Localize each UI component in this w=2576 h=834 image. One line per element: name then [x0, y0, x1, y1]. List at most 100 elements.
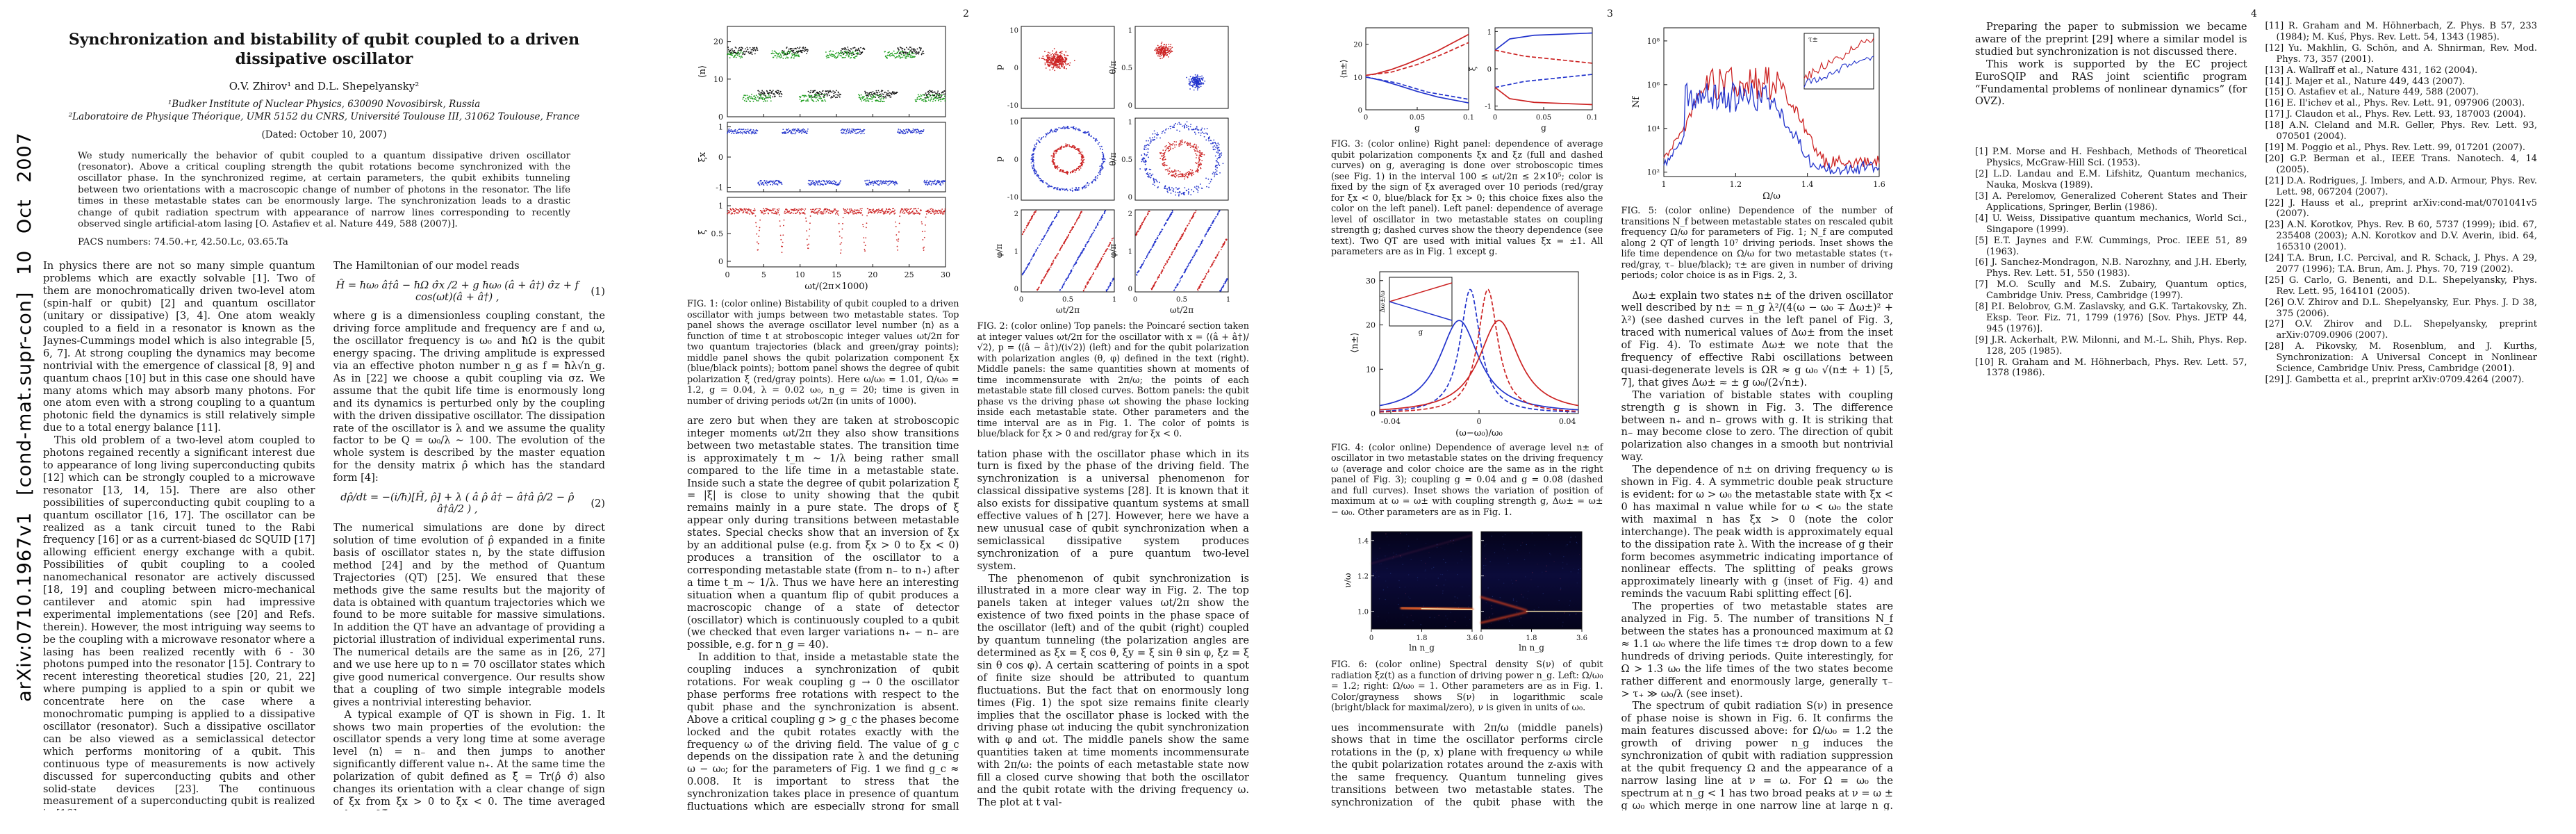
- body-paragraph: The spectrum of qubit radiation S(ν) in …: [1621, 700, 1894, 810]
- figure-6-caption: FIG. 6: (color online) Spectral density …: [1331, 660, 1603, 713]
- body-paragraph: The phenomenon of qubit synchronization …: [977, 572, 1250, 808]
- svg-text:φ/π: φ/π: [994, 244, 1004, 258]
- reference-item: [7] M.O. Scully and M.S. Zubairy, Quantu…: [1975, 279, 2247, 302]
- svg-text:10: 10: [1010, 27, 1019, 35]
- reference-item: [25] G. Carlo, G. Benenti, and D.L. Shep…: [2265, 275, 2538, 297]
- page-number: 3: [1607, 8, 1613, 19]
- svg-text:ωt/(2π×1000): ωt/(2π×1000): [804, 281, 868, 292]
- svg-text:1: 1: [1128, 27, 1132, 35]
- svg-text:10: 10: [795, 270, 804, 279]
- svg-text:0: 0: [718, 153, 723, 162]
- svg-text:p: p: [994, 65, 1004, 70]
- equation-1-number: (1): [591, 285, 605, 297]
- svg-text:1: 1: [1128, 119, 1132, 126]
- svg-text:1: 1: [1112, 296, 1116, 304]
- page-number: 4: [2251, 8, 2257, 19]
- equation-2-body: dρ̂/dt = −(i/ħ)[Ĥ, ρ̂] + λ ( â ρ̂ â† − â…: [340, 491, 575, 516]
- body-paragraph: The numerical simulations are done by di…: [333, 522, 606, 708]
- abstract-text: We study numerically the behavior of qub…: [78, 150, 570, 230]
- body-paragraph: The properties of two metastable states …: [1621, 600, 1894, 700]
- svg-text:θ/π: θ/π: [1108, 60, 1118, 74]
- reference-item: [13] A. Wallraff et al., Nature 431, 162…: [2265, 65, 2478, 76]
- references-column-2: [11] R. Graham and M. Höhnerbach, Z. Phy…: [2265, 21, 2538, 386]
- reference-item: [16] E. Il'ichev et al., Phys. Rev. Lett…: [2265, 98, 2525, 109]
- equation-2-number: (2): [591, 497, 605, 509]
- svg-text:-10: -10: [1007, 102, 1018, 110]
- svg-text:1: 1: [718, 202, 723, 211]
- svg-text:-1: -1: [716, 183, 723, 192]
- body-paragraph: tation phase with the oscillator phase w…: [977, 448, 1250, 572]
- page4-column-1: Preparing the paper to submission we bec…: [1975, 21, 2247, 810]
- reference-item: [2] L.D. Landau and E.M. Lifshitz, Quant…: [1975, 169, 2247, 191]
- body-paragraph: where g is a dimensionless coupling cons…: [333, 310, 606, 484]
- svg-text:20: 20: [868, 270, 877, 279]
- svg-text:0.5: 0.5: [1121, 156, 1132, 164]
- reference-item: [21] D.A. Rodrigues, J. Imbers, and A.D.…: [2265, 175, 2538, 197]
- pacs-line: PACS numbers: 74.50.+r, 42.50.Lc, 03.65.…: [78, 237, 288, 248]
- page-number: 2: [963, 8, 969, 19]
- svg-text:1: 1: [1014, 248, 1018, 256]
- svg-text:10: 10: [713, 75, 723, 84]
- page4-column-2: [11] R. Graham and M. Höhnerbach, Z. Phy…: [2265, 21, 2538, 810]
- svg-text:1: 1: [718, 123, 723, 132]
- svg-text:0: 0: [1014, 65, 1018, 72]
- reference-item: [22] J. Hauss et al., preprint arXiv:con…: [2265, 197, 2538, 220]
- reference-item: [10] R. Graham and M. Höhnerbach, Phys. …: [1975, 357, 2247, 379]
- page4-columns: Preparing the paper to submission we bec…: [1975, 21, 2537, 810]
- reference-item: [23] A.N. Korotkov, Phys. Rev. B 60, 573…: [2265, 220, 2538, 253]
- svg-text:20: 20: [713, 38, 723, 47]
- svg-text:0.5: 0.5: [1062, 296, 1073, 304]
- svg-text:ωt/2π: ωt/2π: [1056, 305, 1080, 315]
- svg-text:⟨n⟩: ⟨n⟩: [697, 65, 708, 79]
- body-paragraph: This work is supported by the EC project…: [1975, 58, 2247, 108]
- svg-text:10: 10: [1010, 119, 1019, 126]
- figure-5-caption: FIG. 5: (color online) Dependence of the…: [1621, 206, 1894, 281]
- svg-text:0: 0: [1019, 296, 1023, 304]
- reference-item: [11] R. Graham and M. Höhnerbach, Z. Phy…: [2265, 21, 2538, 42]
- equation-1: Ĥ = ħω₀ â†â − ħΩ σ̂x /2 + g ħω₀ (â + â†)…: [333, 279, 605, 304]
- svg-text:15: 15: [832, 270, 841, 279]
- body-paragraph: This old problem of a two-level atom cou…: [43, 434, 315, 810]
- authors-line: O.V. Zhirov¹ and D.L. Shepelyansky²: [229, 80, 420, 92]
- reference-item: [5] E.T. Jaynes and F.W. Cummings, Proc.…: [1975, 235, 2247, 257]
- svg-text:0: 0: [725, 270, 729, 279]
- reference-item: [3] A. Perelomov, Generalized Coherent S…: [1975, 190, 2247, 213]
- reference-item: [29] J. Gambetta et al., preprint arXiv:…: [2265, 375, 2525, 385]
- svg-text:0.5: 0.5: [711, 229, 723, 238]
- body-paragraph: Preparing the paper to submission we bec…: [1975, 21, 2247, 58]
- svg-text:0: 0: [1128, 194, 1132, 202]
- references-column-1: [1] P.M. Morse and H. Feshbach, Methods …: [1975, 147, 2247, 379]
- reference-item: [26] O.V. Zhirov and D.L. Shepelyansky, …: [2265, 297, 2538, 319]
- svg-text:θ/π: θ/π: [1108, 152, 1118, 165]
- svg-text:0: 0: [1014, 156, 1018, 164]
- svg-text:0: 0: [1128, 102, 1132, 110]
- reference-item: [8] P.I. Belobrov, G.M. Zaslavsky, and G…: [1975, 302, 2247, 334]
- svg-text:ξ: ξ: [697, 229, 708, 234]
- page1-column-2: The Hamiltonian of our model reads Ĥ = ħ…: [333, 260, 606, 810]
- bibliography-gap: [1975, 108, 2247, 147]
- svg-text:p: p: [994, 156, 1004, 162]
- reference-item: [15] O. Astafiev et al., Nature 449, 588…: [2265, 87, 2479, 98]
- svg-text:0: 0: [718, 113, 723, 122]
- reference-item: [19] M. Poggio et al., Phys. Rev. Lett. …: [2265, 142, 2525, 153]
- affiliation-1: ¹Budker Institute of Nuclear Physics, 63…: [167, 99, 481, 110]
- equation-1-body: Ĥ = ħω₀ â†â − ħΩ σ̂x /2 + g ħω₀ (â + â†)…: [336, 279, 579, 304]
- front-matter: Synchronization and bistability of qubit…: [43, 31, 605, 247]
- figure-2-caption: FIG. 2: (color online) Top panels: the P…: [977, 321, 1250, 439]
